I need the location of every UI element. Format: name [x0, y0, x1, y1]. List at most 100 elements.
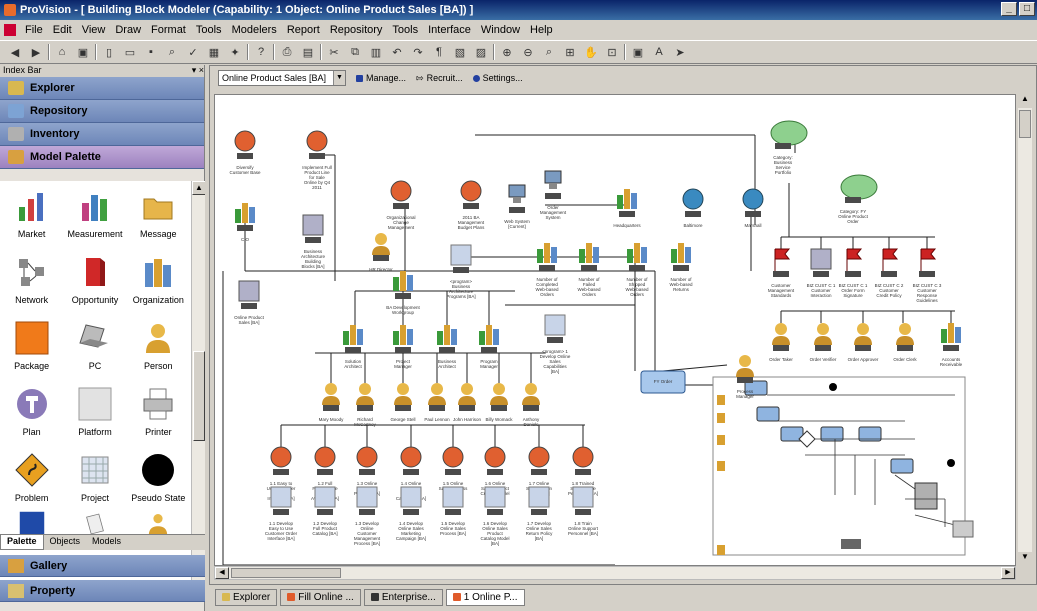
- node-control[interactable]: [531, 509, 547, 515]
- node-control[interactable]: [359, 469, 375, 475]
- menu-modelers[interactable]: Modelers: [231, 24, 277, 36]
- node-control[interactable]: [453, 267, 469, 273]
- node-control[interactable]: [813, 271, 829, 277]
- menu-view[interactable]: View: [81, 24, 106, 36]
- diagram-node[interactable]: Order Approver: [848, 323, 879, 362]
- recruit-button[interactable]: ⇰Recruit...: [416, 73, 463, 84]
- scroll-thumb[interactable]: [193, 351, 205, 441]
- palette-item-message[interactable]: Message: [127, 181, 190, 247]
- diagram-node[interactable]: Marshall: [742, 188, 764, 228]
- node-control[interactable]: [237, 153, 253, 159]
- task-online-product[interactable]: 1 Online P...: [445, 588, 525, 606]
- scroll-left-icon[interactable]: ◀: [215, 567, 229, 579]
- node-control[interactable]: [547, 337, 563, 343]
- node-control[interactable]: [445, 509, 461, 515]
- grid-icon[interactable]: ▦: [208, 46, 220, 59]
- palette-item-organization[interactable]: Organization: [127, 247, 190, 313]
- task-explorer[interactable]: Explorer: [215, 588, 278, 606]
- task-enterprise[interactable]: Enterprise...: [363, 588, 443, 606]
- wizard-icon[interactable]: ✦: [230, 46, 240, 59]
- cut-icon[interactable]: ✂: [329, 46, 339, 59]
- model-select[interactable]: Online Product Sales [BA] ▼: [218, 70, 346, 86]
- node-control[interactable]: [881, 271, 897, 277]
- node-control[interactable]: [345, 347, 361, 353]
- palette-item-market[interactable]: Market: [0, 181, 63, 247]
- print-icon[interactable]: ⎙: [282, 45, 292, 58]
- node-control[interactable]: [305, 237, 321, 243]
- zoom-select-icon[interactable]: ⊡: [607, 46, 617, 59]
- scroll-thumb[interactable]: [1019, 110, 1031, 138]
- paste-icon[interactable]: ▥: [370, 46, 382, 59]
- nav-model-palette[interactable]: Model Palette: [0, 146, 204, 169]
- node-control[interactable]: [395, 347, 411, 353]
- copy-icon[interactable]: ⧉: [351, 45, 359, 58]
- menu-format[interactable]: Format: [151, 24, 186, 36]
- nav-property[interactable]: Property: [0, 580, 205, 602]
- help-icon[interactable]: ?: [257, 46, 265, 58]
- back-icon[interactable]: ◀: [10, 46, 20, 59]
- close-icon[interactable]: ▾ ×: [191, 65, 204, 75]
- properties-icon[interactable]: ▣: [632, 46, 644, 59]
- node-control[interactable]: [395, 405, 411, 411]
- node-control[interactable]: [815, 345, 831, 351]
- node-control[interactable]: [629, 265, 645, 271]
- tab-palette[interactable]: Palette: [0, 535, 44, 550]
- save-icon[interactable]: ▪: [149, 46, 153, 58]
- menu-tools[interactable]: Tools: [195, 24, 222, 36]
- palette-item-partial[interactable]: [127, 511, 190, 551]
- node-control[interactable]: [619, 211, 635, 217]
- node-control[interactable]: [919, 271, 935, 277]
- palette-item-printer[interactable]: Printer: [127, 379, 190, 445]
- node-control[interactable]: [897, 345, 913, 351]
- menu-tools-2[interactable]: Tools: [392, 24, 419, 36]
- format-icon[interactable]: ¶: [436, 46, 442, 58]
- node-control[interactable]: [539, 265, 555, 271]
- node-control[interactable]: [673, 265, 689, 271]
- tab-objects[interactable]: Objects: [49, 536, 81, 546]
- node-control[interactable]: [531, 469, 547, 475]
- node-control[interactable]: [439, 347, 455, 353]
- settings-button[interactable]: Settings...: [472, 73, 523, 83]
- node-control[interactable]: [459, 405, 475, 411]
- zoom-out-icon[interactable]: ⊖: [523, 46, 533, 59]
- spell-icon[interactable]: ✓: [188, 46, 198, 59]
- layout-icon[interactable]: ▨: [475, 46, 487, 59]
- menu-file[interactable]: File: [25, 24, 43, 36]
- tab-models[interactable]: Models: [92, 536, 122, 546]
- maximize-button[interactable]: □: [1019, 2, 1035, 16]
- node-control[interactable]: [845, 271, 861, 277]
- text-icon[interactable]: A: [655, 46, 663, 58]
- diagram-node[interactable]: George Stell: [390, 383, 416, 422]
- node-control[interactable]: [487, 509, 503, 515]
- diagram-node[interactable]: FY Order: [640, 370, 686, 394]
- menu-report[interactable]: Report: [286, 24, 320, 36]
- diagram-node[interactable]: Baltimore: [682, 188, 704, 228]
- palette-item-measurement[interactable]: Measurement: [63, 181, 126, 247]
- node-control[interactable]: [393, 203, 409, 209]
- image-icon[interactable]: ▧: [454, 46, 466, 59]
- zoom-fit-icon[interactable]: ⊞: [565, 46, 575, 59]
- diagram-node[interactable]: Headquarters: [613, 189, 641, 228]
- nav-repository[interactable]: Repository: [0, 100, 204, 123]
